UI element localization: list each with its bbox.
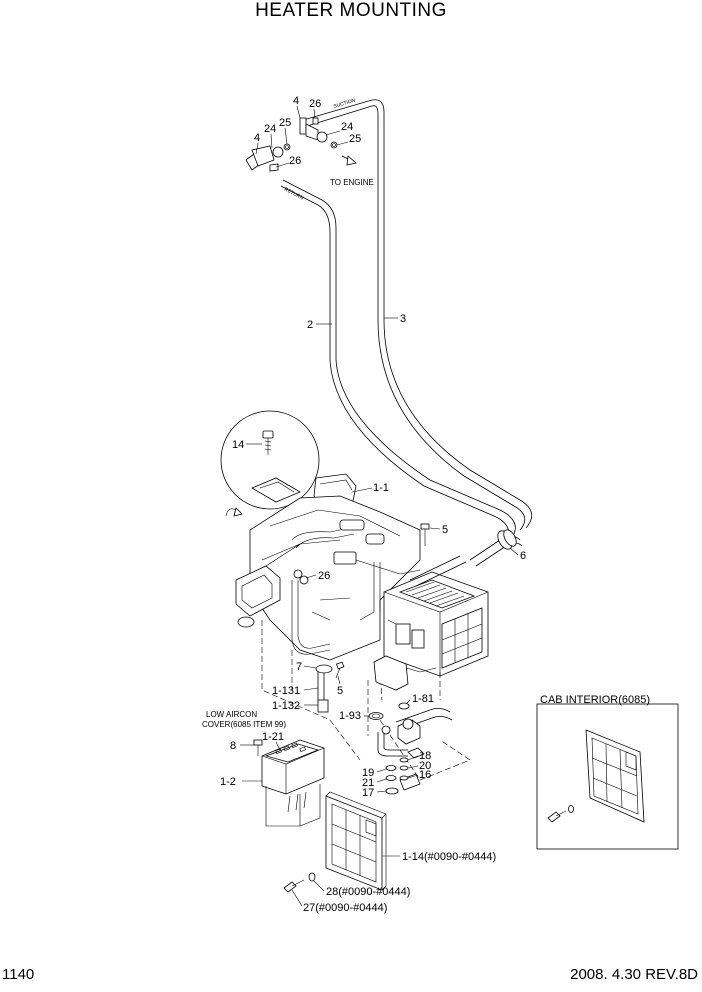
- washer-28: [308, 872, 316, 882]
- page-number: 1140: [2, 966, 35, 983]
- callout-5-lower: 5: [337, 685, 343, 697]
- valve-assembly-upper: [299, 117, 338, 149]
- control-panel-1-2: [261, 739, 325, 827]
- callout-1-2: 1-2: [220, 776, 236, 788]
- callout-5: 5: [442, 524, 448, 536]
- callout-1-132: 1-132: [272, 700, 300, 712]
- clamp-7: [315, 664, 333, 674]
- to-engine-label: TO ENGINE: [330, 178, 374, 187]
- callout-24: 24: [264, 123, 276, 135]
- callout-2: 2: [307, 319, 313, 331]
- grille-panel-1-14: [325, 791, 387, 891]
- left-duct: [235, 543, 301, 628]
- valve-assembly-lower: [245, 143, 291, 172]
- callout-19: 19: [362, 767, 374, 779]
- callout-17: 17: [362, 787, 374, 799]
- callout-1-1: 1-1: [373, 482, 389, 494]
- callout-20: 20: [419, 760, 431, 772]
- callout-24-right: 24: [341, 121, 353, 133]
- hose-bundle: [409, 529, 523, 587]
- bolt-5-lower: [335, 661, 345, 679]
- callout-4: 4: [293, 95, 299, 107]
- callout-6: 6: [520, 550, 526, 562]
- callout-28: 28(#0090-#0444): [326, 886, 410, 898]
- low-aircon-label-1: LOW AIRCON: [206, 710, 257, 719]
- cab-interior-inset: [536, 703, 679, 850]
- return-label: RETURN: [283, 186, 305, 201]
- callout-8: 8: [230, 740, 236, 752]
- heater-unit: [249, 473, 421, 661]
- callout-1-14: 1-14(#0090-#0444): [402, 851, 496, 863]
- valve-pipe-assembly: [373, 655, 453, 791]
- callout-27: 27(#0090-#0444): [303, 902, 387, 914]
- hose-3: [299, 99, 533, 531]
- callout-25-right: 25: [349, 133, 361, 145]
- callout-25: 25: [279, 117, 291, 129]
- cab-interior-label: CAB INTERIOR(6085): [540, 694, 650, 706]
- callout-26-lower: 26: [289, 155, 301, 167]
- callout-1-21: 1-21: [262, 731, 284, 743]
- callout-14: 14: [232, 439, 244, 451]
- callout-18: 18: [419, 750, 431, 762]
- hose-1-131: [317, 672, 329, 713]
- low-aircon-label-2: COVER(6085 ITEM 99): [202, 720, 286, 729]
- filter-box: [379, 571, 489, 677]
- callout-26: 26: [309, 98, 321, 110]
- callout-1-93: 1-93: [339, 710, 361, 722]
- revision-date: 2008. 4.30 REV.8D: [570, 966, 698, 983]
- callout-1-81: 1-81: [412, 693, 434, 705]
- bolt-5-upper: [420, 523, 430, 546]
- page-title: HEATER MOUNTING: [255, 0, 447, 21]
- callout-1-131: 1-131: [272, 685, 300, 697]
- callout-7: 7: [296, 661, 302, 673]
- callout-21: 21: [362, 777, 374, 789]
- callout-3: 3: [400, 313, 406, 325]
- callout-4-lower: 4: [254, 132, 260, 144]
- hose-2: [280, 179, 516, 539]
- callout-26-heater: 26: [318, 570, 330, 582]
- callout-16: 16: [419, 769, 431, 781]
- ring-1-81: [398, 702, 410, 710]
- screw-27: [283, 879, 305, 893]
- screw-8: [253, 739, 263, 756]
- ring-1-93: [368, 712, 384, 720]
- detail-circle-14: [220, 410, 320, 517]
- to-engine-arrow: [341, 155, 357, 166]
